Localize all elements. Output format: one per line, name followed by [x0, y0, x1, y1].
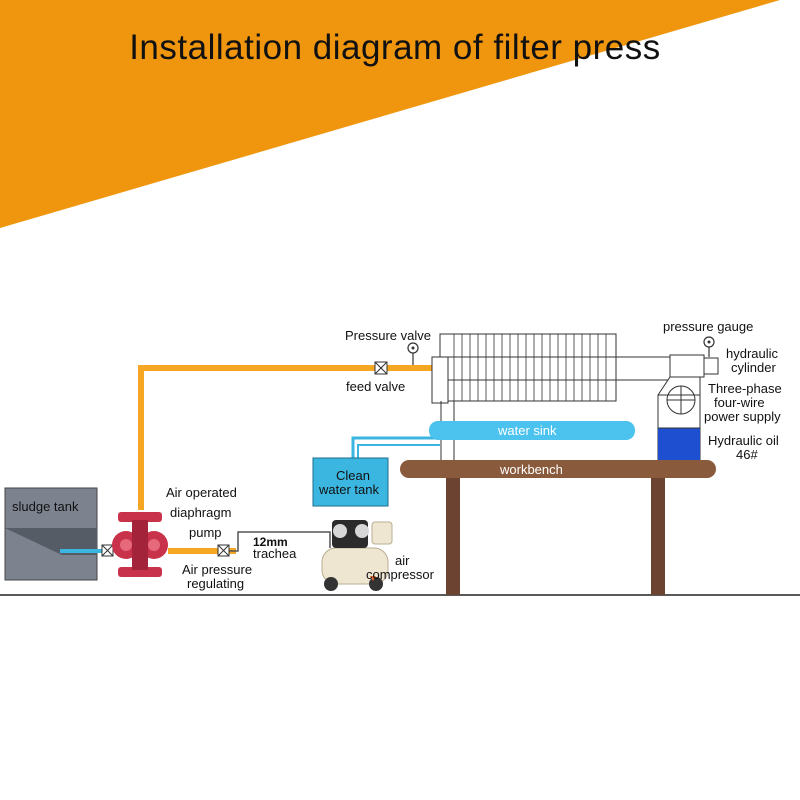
feed-valve-label: feed valve: [346, 379, 406, 394]
filter-plates: [453, 334, 607, 401]
sludge-valve-icon[interactable]: [101, 544, 114, 557]
page-title: Installation diagram of filter press: [129, 28, 661, 67]
regulator-valve-icon[interactable]: [217, 544, 230, 557]
regulating-label-2: regulating: [187, 576, 245, 591]
workbench: [400, 460, 716, 595]
water-sink-label: water sink: [498, 423, 557, 438]
feed-pipe: [138, 365, 440, 510]
regulating-label-1: Air pressure: [182, 562, 253, 577]
sludge-tank-label: sludge tank: [12, 499, 79, 514]
filter-press: [431, 333, 690, 462]
compressor-label-1: air: [395, 553, 410, 568]
diaphragm-pump: [112, 512, 168, 577]
air-compressor: [321, 520, 393, 591]
pump-label-1: Air operated: [166, 485, 237, 500]
power-supply-label-2: four-wire: [714, 395, 765, 410]
pump-label-3: pump: [189, 525, 222, 540]
trachea-label-1: 12mm: [253, 535, 288, 549]
hydraulic-cylinder-label-1: hydraulic: [726, 346, 779, 361]
pressure-valve-icon[interactable]: [407, 342, 419, 365]
trachea-line: [228, 531, 331, 552]
pressure-gauge-label: pressure gauge: [663, 319, 754, 334]
hydraulic-oil-tank: [657, 394, 701, 461]
hydraulic-oil-label-2: 46#: [736, 447, 758, 462]
clean-water-tank: [312, 457, 389, 507]
hydraulic-oil-label-1: Hydraulic oil: [708, 433, 779, 448]
compressor-label-2: compressor: [366, 567, 434, 582]
sludge-tank: [4, 487, 102, 581]
trachea-label-2: trachea: [253, 546, 297, 561]
water-sink: [429, 421, 635, 440]
feed-valve-icon[interactable]: [374, 361, 388, 375]
clean-tank-label-2: water tank: [319, 482, 379, 497]
pressure-gauge-icon[interactable]: [703, 336, 715, 357]
power-supply-label-1: Three-phase: [708, 381, 782, 396]
pressure-valve-label: Pressure valve: [345, 328, 431, 343]
hydraulic-cylinder-label-2: cylinder: [731, 360, 776, 375]
workbench-label: workbench: [500, 462, 563, 477]
header-banner: [0, 0, 780, 228]
pump-label-2: diaphragm: [170, 505, 232, 520]
power-supply-label-3: power supply: [704, 409, 781, 424]
clean-tank-label-1: Clean: [336, 468, 370, 483]
water-pipe: [351, 436, 440, 462]
